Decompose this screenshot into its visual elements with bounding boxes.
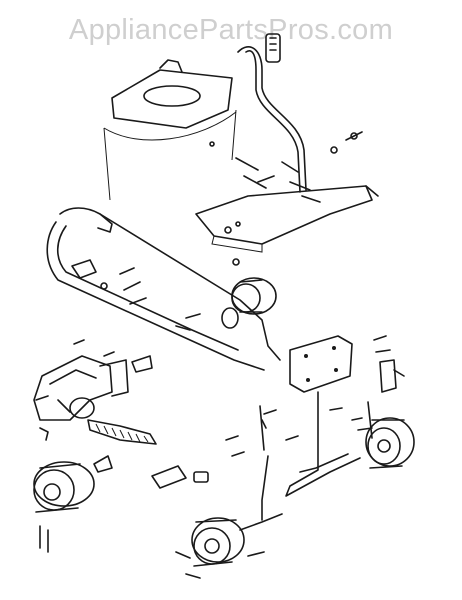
tank-housing	[103, 59, 237, 201]
handle-assembly	[237, 33, 307, 193]
drive-housing	[33, 355, 129, 421]
main-frame	[46, 207, 281, 371]
right-wheel	[365, 417, 415, 469]
mounting-plate	[289, 335, 353, 393]
rear-wheel	[231, 277, 277, 315]
watermark-logo: AppliancePartsPros.com	[68, 14, 394, 46]
center-wheel	[191, 513, 283, 567]
caster-arms	[259, 359, 397, 521]
left-front-wheel	[33, 461, 95, 513]
beater-bar	[87, 419, 157, 445]
hardware-parts	[35, 131, 405, 579]
platform-plate	[195, 185, 379, 253]
